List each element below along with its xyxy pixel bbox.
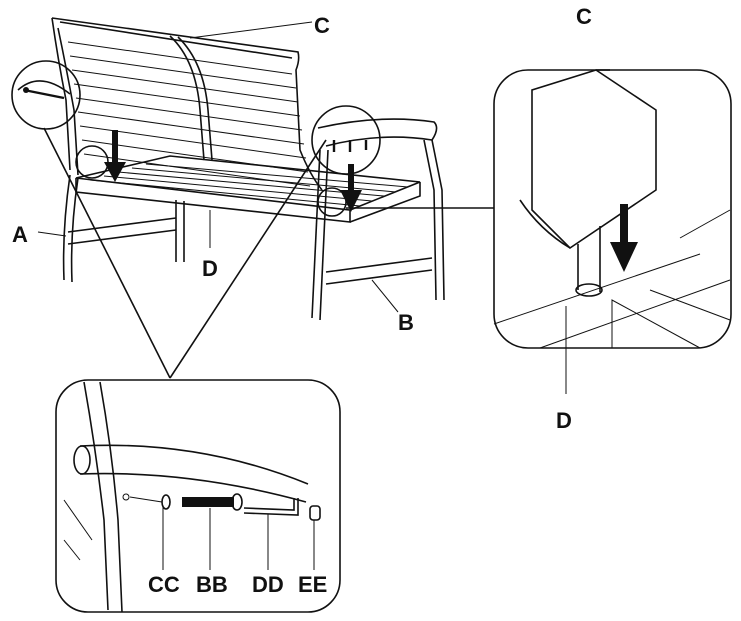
cap-nut-icon	[309, 505, 321, 521]
label-d-detail: D	[556, 408, 572, 433]
down-arrow-icon	[104, 130, 126, 182]
callout-circle-seat-right	[317, 187, 347, 217]
detail-panel-right	[493, 69, 732, 394]
label-cc: CC	[148, 572, 180, 597]
allen-key-icon	[243, 498, 299, 516]
label-dd: DD	[252, 572, 284, 597]
callout-circle-seat-left	[75, 145, 109, 179]
hardware-miniature-right	[332, 140, 368, 152]
label-c-detail: C	[576, 4, 592, 29]
down-arrow-icon	[340, 164, 362, 212]
callout-circle-left-hardware	[11, 60, 81, 130]
hardware-miniature-left	[23, 87, 65, 100]
label-b: B	[398, 310, 414, 335]
label-bb: BB	[196, 572, 228, 597]
detail-panel-lower	[55, 379, 341, 613]
label-ee: EE	[298, 572, 327, 597]
label-a: A	[12, 222, 28, 247]
label-d-main: D	[202, 256, 218, 281]
label-c-top: C	[314, 13, 330, 38]
bench-illustration	[17, 17, 445, 321]
bolt-icon	[182, 493, 243, 511]
callout-circle-arm-right	[311, 105, 381, 175]
down-arrow-icon	[610, 204, 638, 272]
